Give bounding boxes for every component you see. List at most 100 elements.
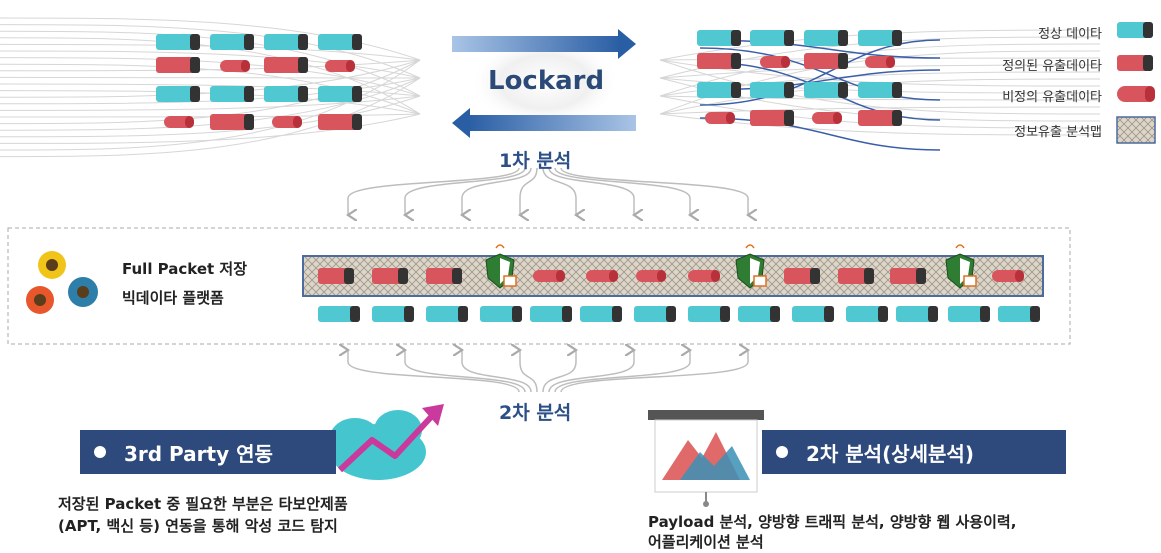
normal-packet — [998, 306, 1040, 322]
defined-leak-packet — [426, 268, 462, 284]
normal-packet — [738, 306, 780, 322]
second-analysis-label: 2차 분석 — [499, 402, 572, 424]
detail-analysis-desc-line1: Payload 분석, 양방향 트래픽 분석, 양방향 웹 사용이력, — [648, 513, 1017, 531]
legend-undefined-leak-label: 비정의 유출데이타 — [1002, 90, 1102, 105]
normal-packet — [896, 306, 938, 322]
undefined-leak-packet — [636, 270, 666, 282]
normal-packet — [426, 306, 468, 322]
third-party-desc-line2: (APT, 백신 등) 연동을 통해 악성 코드 탐지 — [58, 517, 338, 535]
defined-leak-packet — [697, 53, 741, 69]
forward-arrow — [452, 29, 636, 59]
normal-packet — [804, 82, 848, 98]
undefined-leak-packet — [164, 116, 194, 128]
detail-analysis-desc-line2: 어플리케이션 분석 — [648, 533, 764, 551]
undefined-leak-packet — [760, 56, 790, 68]
normal-packet — [846, 306, 888, 322]
legend-defined-leak-label: 정의된 유출데이타 — [1002, 59, 1102, 74]
normal-packet — [948, 306, 990, 322]
third-party-banner-label: 3rd Party 연동 — [124, 441, 273, 466]
undefined-leak-packet — [533, 270, 565, 282]
defined-leak-packet — [804, 53, 848, 69]
backward-arrow — [452, 108, 636, 138]
normal-packet — [480, 306, 522, 322]
undefined-leak-packet — [992, 270, 1024, 282]
normal-packet — [264, 34, 308, 50]
legend-normal-label: 정상 데이타 — [1038, 27, 1102, 42]
undefined-leak-packet — [812, 112, 842, 124]
shield-icon — [485, 244, 517, 289]
gears-icon — [26, 251, 98, 314]
normal-packet — [688, 306, 730, 322]
undefined-leak-packet — [220, 60, 250, 72]
normal-packet — [318, 34, 362, 50]
defined-leak-packet — [264, 57, 308, 73]
defined-leak-packet — [372, 268, 408, 284]
second-analysis-fan-lines — [348, 350, 748, 393]
normal-packet — [750, 30, 794, 46]
normal-packet — [634, 306, 676, 322]
shield-icon — [735, 244, 767, 289]
legend-icons — [1116, 22, 1156, 144]
lockard-glow — [470, 37, 620, 127]
trend-arrow-icon — [337, 413, 435, 473]
left-packet-group — [156, 34, 362, 130]
lockard-title: Lockard — [488, 66, 605, 96]
legend-defined-leak-icon — [1117, 55, 1153, 71]
platform-box — [7, 227, 1071, 345]
bullet-dot-icon — [94, 446, 106, 458]
undefined-leak-packet — [688, 270, 720, 282]
normal-packet — [697, 82, 741, 98]
band-packet-group — [318, 244, 1024, 289]
defined-leak-packet — [210, 114, 254, 130]
shield-icon — [945, 244, 977, 289]
normal-packet — [858, 82, 902, 98]
presentation-board-icon — [648, 410, 764, 507]
defined-leak-packet — [890, 268, 926, 284]
detail-analysis-banner-label: 2차 분석(상세분석) — [806, 441, 974, 466]
normal-packet — [318, 306, 360, 322]
normal-packet — [210, 86, 254, 102]
normal-packet — [697, 30, 741, 46]
normal-packet — [580, 306, 622, 322]
defined-leak-packet — [858, 110, 902, 126]
third-party-banner: 3rd Party 연동 — [80, 430, 336, 474]
legend-leak-map-icon — [1116, 116, 1156, 144]
normal-packet — [372, 306, 414, 322]
trend-arrow-head — [422, 404, 444, 426]
undefined-leak-packet — [325, 60, 355, 72]
legend-normal-icon — [1117, 22, 1153, 38]
right-packet-group — [697, 30, 902, 126]
defined-leak-packet — [838, 268, 874, 284]
normal-packet — [264, 86, 308, 102]
normal-packet — [530, 306, 572, 322]
defined-leak-packet — [156, 57, 200, 73]
normal-packet — [750, 82, 794, 98]
legend-undefined-leak-icon — [1117, 86, 1155, 102]
platform-line2: 빅데이타 플랫폼 — [122, 289, 224, 307]
legend-leak-map-label: 정보유출 분석맵 — [1014, 125, 1102, 140]
normal-packet — [156, 34, 200, 50]
detail-analysis-banner: 2차 분석(상세분석) — [762, 430, 1066, 474]
normal-packet — [210, 34, 254, 50]
bullet-dot-icon — [776, 446, 788, 458]
third-party-desc-line1: 저장된 Packet 중 필요한 부분은 타보안제품 — [58, 495, 348, 513]
undefined-leak-packet — [272, 116, 302, 128]
normal-packet — [318, 86, 362, 102]
defined-leak-packet — [784, 268, 820, 284]
normal-packet-row — [318, 306, 1040, 322]
first-analysis-label: 1차 분석 — [499, 150, 572, 172]
first-analysis-fan-lines — [348, 167, 748, 215]
normal-packet — [792, 306, 834, 322]
normal-packet — [804, 30, 848, 46]
undefined-leak-packet — [586, 270, 618, 282]
defined-leak-packet — [318, 268, 354, 284]
leak-map-band — [302, 255, 1044, 297]
undefined-leak-packet — [705, 112, 735, 124]
normal-packet — [858, 30, 902, 46]
normal-packet — [156, 86, 200, 102]
defined-leak-packet — [318, 114, 362, 130]
undefined-leak-packet — [865, 56, 895, 68]
platform-line1: Full Packet 저장 — [122, 260, 248, 278]
defined-leak-packet — [750, 110, 794, 126]
